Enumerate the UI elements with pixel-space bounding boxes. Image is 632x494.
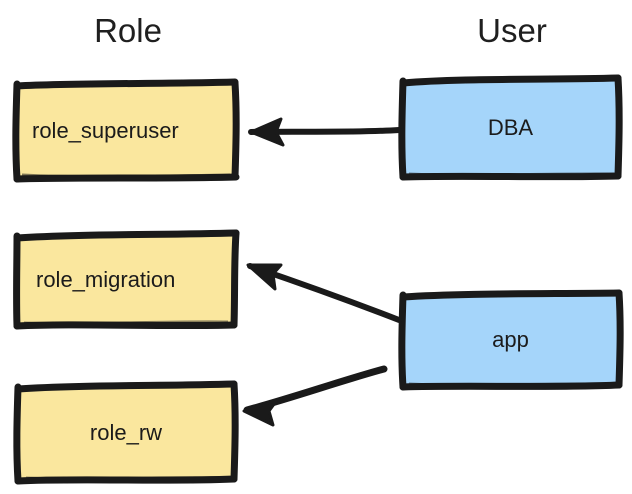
node-role-superuser[interactable]: role_superuser [12,78,240,183]
node-label: DBA [487,115,534,140]
edge-dba-to-role-superuser [248,117,402,147]
column-header-role: Role [94,12,162,49]
node-role-migration[interactable]: role_migration [13,229,240,330]
node-user-dba[interactable]: DBA [398,74,623,181]
column-header-user: User [477,12,547,49]
node-role-rw[interactable]: role_rw [13,380,239,485]
node-label: app [492,326,529,352]
node-user-app[interactable]: app [398,288,624,391]
node-label: role_superuser [32,117,179,143]
sketch-box-outline [398,289,624,391]
sketch-box-outline [398,74,623,181]
sketch-box-outline [13,380,239,485]
node-label: role_migration [36,267,176,292]
node-label: role_rw [89,420,163,445]
edge-app-to-role-migration [246,263,402,323]
sketch-box-outline [13,229,240,330]
sketch-box-outline [12,78,240,183]
edge-app-to-role-rw [242,365,388,427]
